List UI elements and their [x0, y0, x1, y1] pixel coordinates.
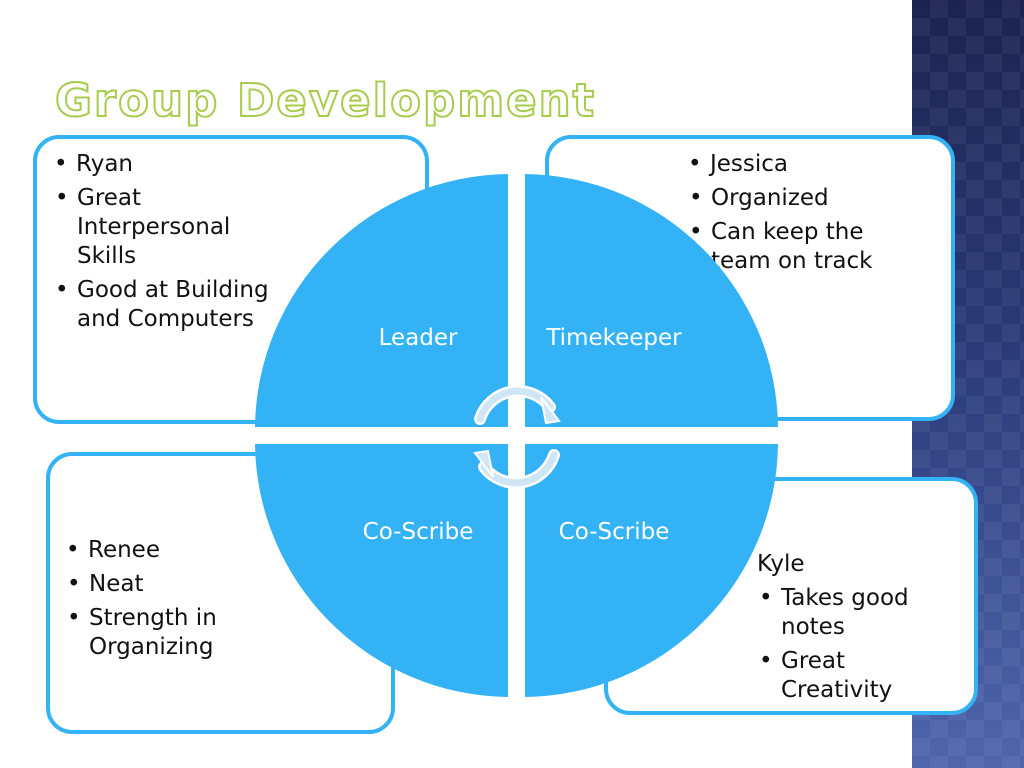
jessica-name: Jessica: [686, 150, 926, 179]
role-label-timekeeper: Timekeeper: [545, 325, 682, 351]
kyle-name: Kyle: [757, 551, 805, 577]
quadrant-bottom-left: [255, 444, 508, 697]
jessica-point-2: Can keep the team on track: [686, 218, 926, 276]
role-label-co-scribe-right: Co-Scribe: [559, 519, 670, 545]
renee-point-1: Neat: [64, 570, 294, 599]
jessica-text: Jessica Organized Can keep the team on t…: [686, 150, 926, 276]
role-label-co-scribe-left: Co-Scribe: [363, 519, 474, 545]
kyle-text: Kyle Takes good notes Great Creativity: [757, 550, 937, 705]
quadrant-bottom-right: [525, 444, 778, 697]
role-wheel: Leader Timekeeper Co-Scribe Co-Scribe: [255, 174, 778, 697]
ryan-text: Ryan Great Interpersonal Skills Good at …: [52, 150, 282, 334]
ryan-point-1: Great Interpersonal Skills: [52, 184, 282, 271]
role-label-leader: Leader: [379, 325, 458, 351]
quadrant-top-right: [525, 174, 778, 427]
ryan-name: Ryan: [52, 150, 282, 179]
renee-text: Renee Neat Strength in Organizing: [64, 536, 294, 662]
kyle-point-1: Takes good notes: [757, 584, 937, 642]
jessica-point-1: Organized: [686, 184, 926, 213]
slide-title: Group Development: [54, 74, 597, 127]
renee-point-2: Strength in Organizing: [64, 604, 294, 662]
quadrant-top-left: [255, 174, 508, 427]
kyle-point-2: Great Creativity: [757, 647, 937, 705]
ryan-point-2: Good at Building and Computers: [52, 276, 282, 334]
cycle-arrows-icon: [473, 385, 561, 489]
renee-name: Renee: [64, 536, 294, 565]
